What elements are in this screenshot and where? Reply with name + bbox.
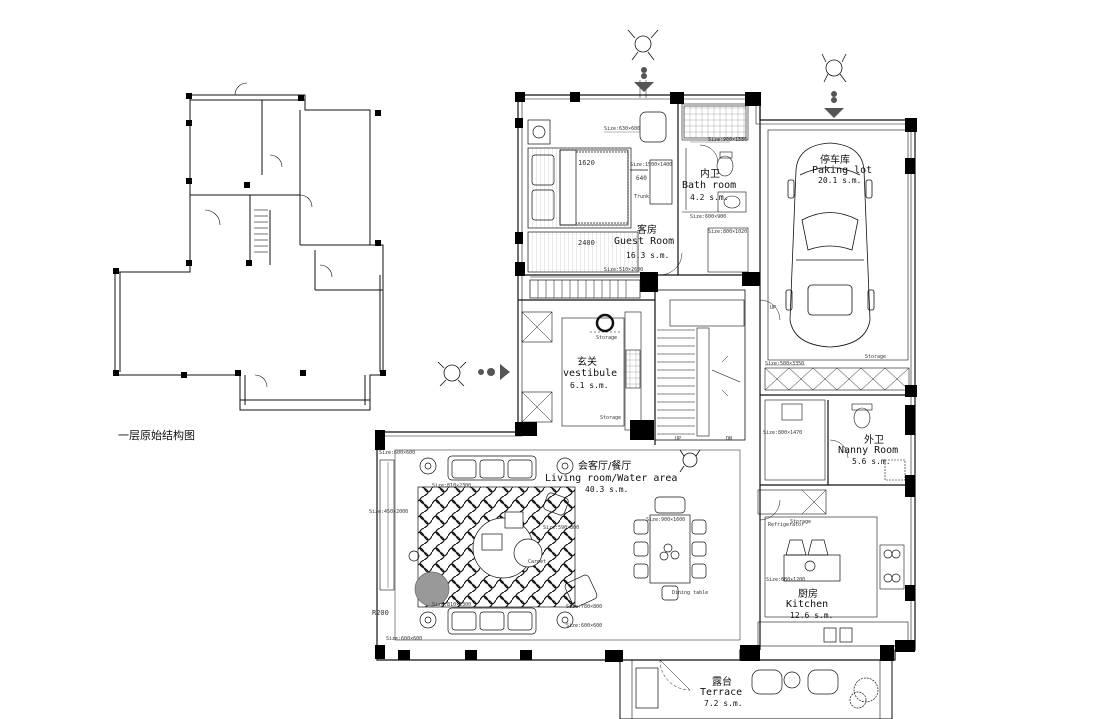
size-label: Size:600×900 — [690, 214, 727, 220]
size-label: Size:590×800 — [543, 525, 580, 531]
size-label: Size:600×600 — [386, 636, 423, 642]
plan-caption: 一层原始结构图 — [118, 429, 195, 442]
terrace-furniture — [635, 667, 879, 709]
guest-room-furniture — [527, 111, 673, 299]
living-room-furniture — [408, 455, 598, 635]
person-icons — [437, 29, 847, 473]
size-label: Size:900×1600 — [646, 517, 686, 523]
size-label: Size:450×2000 — [369, 509, 409, 515]
storage-label: Storage — [600, 415, 622, 421]
kitchen-area: 12.6 s.m. — [790, 611, 834, 620]
guest-room-area: 16.3 s.m. — [626, 251, 670, 260]
dn-label: DN — [726, 436, 733, 442]
size-label: Size:780×800 — [566, 604, 603, 610]
storage-label: Storage — [865, 354, 887, 360]
size-label: Size:680×1200 — [766, 577, 806, 583]
storage-label: Storage — [596, 335, 618, 341]
dining-table-label: Dining table — [672, 590, 709, 596]
guest-room-cn: 客房 — [637, 225, 657, 236]
nanny-room-fixtures — [781, 403, 906, 481]
kitchen-cn: 厨房 — [798, 589, 818, 600]
living-cn: 会客厅/餐厅 — [578, 461, 632, 472]
bath-room-en: Bath room — [682, 180, 737, 191]
nanny-en: Nanny Room — [838, 445, 899, 456]
size-label: Size:600×600 — [379, 450, 416, 456]
bath-fixtures — [683, 105, 747, 213]
vestibule-cn: 玄关 — [577, 357, 597, 368]
original-structure-columns — [113, 93, 386, 378]
size-label: Size:600×600 — [566, 623, 603, 629]
living-en: Living room/Water area — [545, 473, 678, 484]
radius-label: R200 — [372, 609, 389, 617]
size-label: Size:1500×1400 — [630, 162, 673, 168]
size-label: Size:630×600 — [604, 126, 641, 132]
size-label: Size:800×1020 — [708, 229, 748, 235]
main-plan-columns — [375, 92, 917, 662]
dimension-label: 640 — [636, 175, 647, 182]
dimension-ticks — [604, 131, 805, 366]
terrace-cn: 露台 — [712, 677, 732, 688]
nanny-cn: 外卫 — [864, 435, 884, 446]
kitchen-details — [783, 539, 901, 643]
vestibule-en: vestibule — [563, 368, 618, 379]
nanny-area: 5.6 s.m. — [852, 457, 891, 466]
parking-area: 20.1 s.m. — [818, 176, 862, 185]
vestibule-area: 6.1 s.m. — [570, 381, 609, 390]
carpet-label: Carpet — [528, 559, 547, 565]
storage-label: Storage — [790, 519, 812, 525]
bath-room-area: 4.2 s.m. — [690, 193, 729, 202]
dimension-label: 2400 — [578, 239, 595, 247]
size-label: Size:510×2600 — [604, 267, 644, 273]
terrace-en: Terrace — [700, 687, 743, 698]
vestibule-details — [590, 313, 641, 389]
dimension-label: 1620 — [578, 159, 595, 167]
refrigerator-label: Refrigerator — [768, 522, 805, 528]
stairs — [657, 329, 741, 435]
car-drawing — [785, 142, 875, 348]
size-label: Size:810×2300 — [432, 483, 472, 489]
up-label: UP — [770, 305, 777, 311]
parking-cn: 停车库 — [820, 155, 850, 166]
bath-room-cn: 内卫 — [700, 169, 720, 180]
size-label: Size:900×1580 — [708, 137, 748, 143]
living-area: 40.3 s.m. — [585, 485, 629, 494]
entry-arrows — [478, 67, 844, 380]
trunk-label: Trunk — [634, 194, 650, 200]
terrace-area: 7.2 s.m. — [704, 699, 743, 708]
original-structure-plan — [114, 82, 384, 411]
parking-en: Paking lot — [812, 165, 873, 176]
dining-table — [633, 496, 707, 601]
kitchen-en: Kitchen — [786, 599, 829, 610]
size-label: Size:500×3350 — [765, 361, 805, 367]
size-label: Size:800×1470 — [763, 430, 803, 436]
guest-room-en: Guest Room — [614, 236, 675, 247]
size-label: Size:810×2300 — [432, 602, 472, 608]
up-label: UP — [675, 436, 682, 442]
